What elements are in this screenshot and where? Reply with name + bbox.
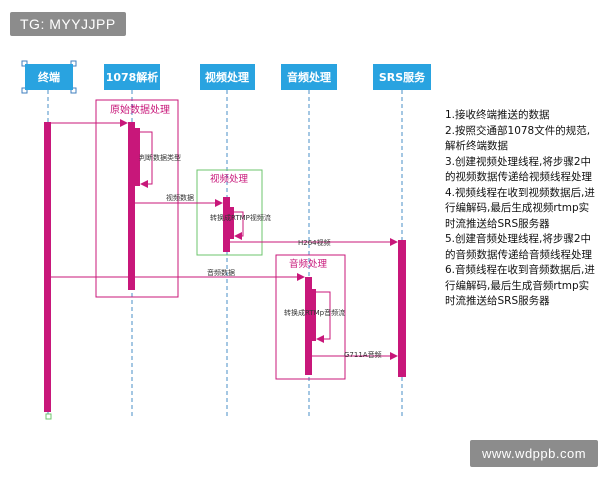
frame-audio-label: 音频处理 xyxy=(289,258,328,270)
header-audio-label: 音频处理 xyxy=(287,70,331,84)
activation-video xyxy=(223,197,230,252)
frame-raw-data-label: 原始数据处理 xyxy=(110,103,170,116)
step-1: 1.接收终端推送的数据 xyxy=(445,109,550,121)
activation-parser-self xyxy=(135,128,140,186)
frame-raw-data xyxy=(95,99,179,298)
watermark-top: TG: MYYJJPP xyxy=(10,12,126,36)
step-6: 6.音频线程在收到音频数据后,进行编解码,最后生成音频rtmp实时流推送给SRS… xyxy=(445,264,595,307)
label-to-rtmp-audio: 转换成RTMp音频流 xyxy=(284,308,345,317)
step-4: 4.视频线程在收到视频数据后,进行编解码,最后生成视频rtmp实时流推送给SRS… xyxy=(445,186,595,230)
msg-to-rtmp-video xyxy=(234,211,244,240)
msg-to-rtmp-audio xyxy=(316,291,331,343)
header-parser-label: 1078解析 xyxy=(106,70,159,84)
label-judge-type: 判断数据类型 xyxy=(139,153,181,162)
header-srs-label: SRS服务 xyxy=(379,70,426,84)
step-5: 5.创建音频处理线程,将步骤2中的音频数据传递给音频线程处理 xyxy=(445,233,592,261)
frame-video xyxy=(196,169,263,256)
frames: 原始数据处理 视频处理 音频处理 xyxy=(95,99,346,380)
activation-parser xyxy=(128,122,135,290)
label-video-data: 视频数据 xyxy=(166,193,194,202)
msg-judge-type xyxy=(140,131,153,188)
activation-video-self xyxy=(230,207,234,239)
activations xyxy=(44,122,406,412)
activation-terminal xyxy=(44,122,51,412)
participant-headers: 终端 1078解析 视频处理 音频处理 SRS服务 xyxy=(25,64,431,90)
header-parser[interactable] xyxy=(104,64,160,90)
message-labels: 判断数据类型 视频数据 转换成RTMP视频流 H264视频 音频数据 转换成RT… xyxy=(139,153,382,359)
label-g711a: G711A音频 xyxy=(344,350,382,359)
watermark-bottom: www.wdppb.com xyxy=(470,440,599,467)
step-notes: 1.接收终端推送的数据 2.按照交通部1078文件的规范,解析终端数据 3.创建… xyxy=(445,108,595,310)
header-srs[interactable] xyxy=(373,64,431,90)
lifelines xyxy=(47,90,403,418)
selection-handles xyxy=(21,60,77,420)
activation-srs xyxy=(398,240,406,377)
messages xyxy=(51,119,398,360)
label-audio-data: 音频数据 xyxy=(207,268,235,277)
activation-audio-self xyxy=(312,289,316,341)
frame-video-label: 视频处理 xyxy=(210,173,249,185)
label-h264: H264视频 xyxy=(298,238,331,247)
step-2: 2.按照交通部1078文件的规范,解析终端数据 xyxy=(445,124,591,153)
header-terminal-label: 终端 xyxy=(38,70,60,84)
activation-audio xyxy=(305,277,312,375)
frame-audio xyxy=(275,254,346,380)
header-audio[interactable] xyxy=(281,64,337,90)
header-terminal[interactable] xyxy=(25,64,73,90)
header-video[interactable] xyxy=(200,64,255,90)
header-video-label: 视频处理 xyxy=(205,70,249,84)
step-3: 3.创建视频处理线程,将步骤2中的视频数据传递给视频线程处理 xyxy=(445,155,592,184)
label-to-rtmp-video: 转换成RTMP视频流 xyxy=(210,213,271,222)
